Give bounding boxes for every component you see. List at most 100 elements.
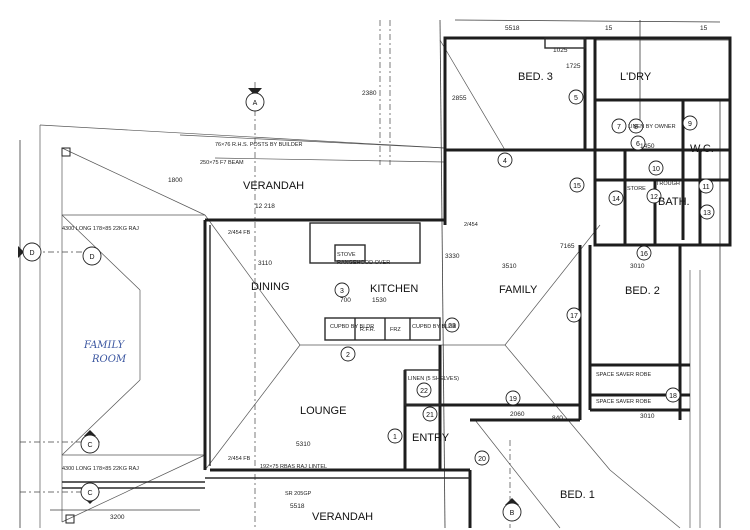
- dim-3010b: 3010: [640, 413, 655, 420]
- tag-4: 4: [497, 152, 513, 168]
- dim-1450: 1450: [640, 143, 655, 150]
- svg-text:6: 6: [636, 141, 640, 148]
- room-verandah-bottom: VERANDAH: [312, 511, 373, 523]
- room-bath: BATH.: [658, 196, 690, 208]
- dim-2380: 2380: [362, 90, 377, 97]
- tag-13: 13: [699, 204, 715, 220]
- tag-20: 20: [474, 450, 490, 466]
- annotation-notes: 76×76 R.H.S. POSTS BY BUILDER 250×75 F7 …: [62, 124, 680, 497]
- note-rfr: R.F.R.: [360, 327, 376, 333]
- dim-1725: 1725: [566, 63, 581, 70]
- verandah-details: [61, 147, 470, 524]
- tag-8: 8: [628, 118, 644, 134]
- tag-3: 3: [334, 282, 350, 298]
- svg-text:7: 7: [617, 124, 621, 131]
- svg-text:15: 15: [573, 183, 581, 190]
- dim-1530: 1530: [372, 297, 387, 304]
- svg-text:23: 23: [448, 323, 456, 330]
- dim-3330: 3330: [445, 253, 460, 260]
- tag-6: 6: [630, 135, 646, 151]
- note-beam-left-top: 4300 LONG 178×85 22KG RAJ: [62, 226, 139, 232]
- tag-23: 23: [444, 317, 460, 333]
- svg-text:B: B: [510, 510, 515, 517]
- dim-5518: 5518: [505, 25, 520, 32]
- note-lintel: 192×75 RBAS RAJ LINTEL: [260, 464, 327, 470]
- tag-2: 2: [340, 346, 356, 362]
- note-trough: TROUGH: [656, 181, 680, 187]
- dim-3010: 3010: [630, 263, 645, 270]
- dim-3200: 3200: [110, 514, 125, 521]
- tag-1: 1: [387, 428, 403, 444]
- tag-19: 19: [505, 390, 521, 406]
- note-store: STORE: [627, 186, 646, 192]
- svg-text:4: 4: [503, 158, 507, 165]
- room-bed2: BED. 2: [625, 285, 660, 297]
- svg-text:C: C: [87, 442, 92, 449]
- dim-5310: 5310: [296, 441, 311, 448]
- dim-7165: 7165: [560, 243, 575, 250]
- tag-7: 7: [611, 118, 627, 134]
- grid-marker-d1: D: [18, 242, 42, 262]
- tag-21: 21: [422, 406, 438, 422]
- room-labels: BED. 3 L'DRY W.C. BATH. VERANDAH DINING …: [83, 71, 714, 523]
- room-bed3: BED. 3: [518, 71, 553, 83]
- walls: [203, 36, 732, 528]
- note-cupbd-1: CUPBD BY BLDR: [330, 324, 374, 330]
- tag-10: 10: [648, 160, 664, 176]
- note-cupbd-2: CUPBD BY BLDR: [412, 324, 456, 330]
- room-wc: W.C.: [690, 143, 714, 155]
- tag-12: 12: [646, 188, 662, 204]
- grid-marker-d2: D: [82, 246, 102, 266]
- tag-11: 11: [698, 178, 714, 194]
- note-robe-2: SPACE SAVER ROBE: [596, 399, 651, 405]
- dim-15-right: 15: [700, 25, 708, 32]
- svg-text:1: 1: [393, 434, 397, 441]
- tag-18: 18: [665, 387, 681, 403]
- note-linen-owner: LINEN BY OWNER: [628, 124, 676, 130]
- svg-text:3: 3: [340, 288, 344, 295]
- room-laundry: L'DRY: [620, 71, 652, 83]
- tag-9: 9: [682, 115, 698, 131]
- svg-text:D: D: [29, 250, 34, 257]
- note-opening-3: 2/454: [464, 222, 478, 228]
- note-beam: 250×75 F7 BEAM: [200, 160, 244, 166]
- room-lounge: LOUNGE: [300, 405, 346, 417]
- svg-text:10: 10: [652, 166, 660, 173]
- room-family-room-2: ROOM: [91, 354, 127, 365]
- dim-12-218: 12 218: [255, 203, 275, 210]
- dim-3110: 3110: [258, 260, 272, 267]
- tag-17: 17: [566, 307, 582, 323]
- grid-marker-c1: C: [80, 430, 100, 454]
- dim-5518b: 5518: [290, 503, 305, 510]
- note-opening-1: 2/454 FB: [228, 230, 251, 236]
- room-entry: ENTRY: [412, 432, 450, 444]
- svg-text:C: C: [87, 490, 92, 497]
- note-span: SR 205GP: [285, 491, 312, 497]
- note-robe-1: SPACE SAVER ROBE: [596, 372, 651, 378]
- dim-840: 840: [552, 415, 563, 422]
- dim-15-left: 15: [605, 25, 613, 32]
- svg-text:21: 21: [426, 412, 434, 419]
- dim-700: 700: [340, 297, 351, 304]
- note-post: 76×76 R.H.S. POSTS BY BUILDER: [215, 142, 303, 148]
- dim-1800: 1800: [168, 177, 183, 184]
- svg-text:17: 17: [570, 313, 578, 320]
- svg-text:13: 13: [703, 210, 711, 217]
- tag-15: 15: [569, 177, 585, 193]
- svg-text:12: 12: [650, 194, 658, 201]
- room-family: FAMILY: [499, 284, 538, 296]
- note-beam-left-bottom: 4300 LONG 178×85 22KG RAJ: [62, 466, 139, 472]
- tag-22: 22: [416, 382, 432, 398]
- dim-1025: 1025: [553, 47, 568, 54]
- svg-text:D: D: [89, 254, 94, 261]
- svg-text:20: 20: [478, 456, 486, 463]
- tag-16: 16: [636, 245, 652, 261]
- room-kitchen: KITCHEN: [370, 283, 418, 295]
- room-family-room-1: FAMILY: [83, 340, 125, 351]
- note-rangehood: RANGEHOOD OVER: [337, 260, 390, 266]
- svg-text:9: 9: [688, 121, 692, 128]
- dim-2855: 2855: [452, 95, 467, 102]
- svg-text:5: 5: [574, 95, 578, 102]
- svg-text:2: 2: [346, 352, 350, 359]
